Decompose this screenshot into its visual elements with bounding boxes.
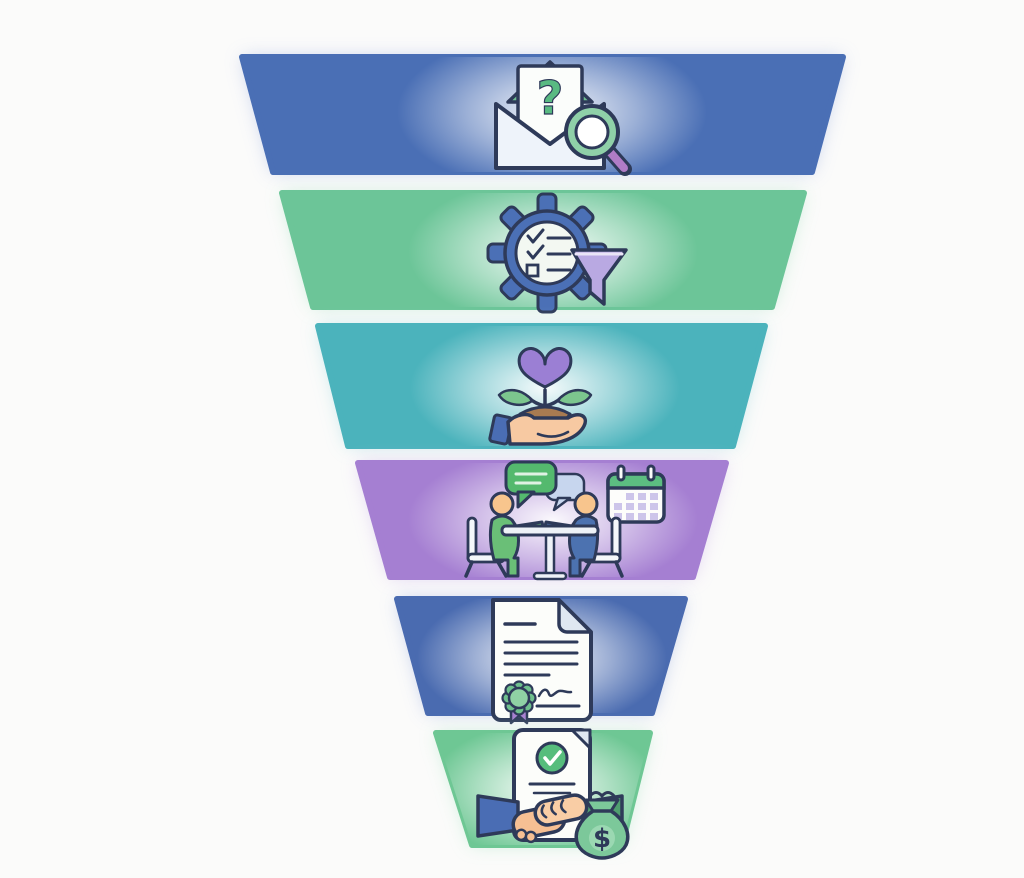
- palm-crease: [536, 430, 570, 438]
- deal-fold-corner: [570, 728, 592, 750]
- dollar-glyph: $: [593, 824, 611, 854]
- meeting-table: [500, 524, 600, 581]
- person-right-head: [573, 491, 599, 517]
- funnel-tier-1: ?: [239, 54, 846, 176]
- calendar-grid: [614, 493, 658, 520]
- certificate-document-icon: [491, 598, 593, 725]
- funnel-tier-5: [394, 596, 688, 725]
- question-mark-glyph: ?: [537, 71, 564, 125]
- leaf-left: [497, 388, 534, 407]
- heart: [517, 347, 573, 389]
- gear-checklist-funnel-icon: [486, 192, 628, 314]
- checklist-empty-box: [525, 263, 540, 278]
- seal-center: [507, 686, 531, 710]
- envelope-question-magnifier-icon: ?: [494, 60, 632, 176]
- knuckle-2: [524, 830, 538, 844]
- checklist-check-1: [526, 228, 545, 244]
- bag-dollar-patch: [589, 825, 615, 851]
- finger-lines: [540, 799, 567, 819]
- calendar-icon: [606, 464, 666, 524]
- funnel-tier-4: [355, 460, 729, 581]
- funnel-tier-6: $: [433, 728, 653, 860]
- open-hand: [506, 412, 587, 446]
- chat-bubble-back-tail: [552, 496, 572, 512]
- funnel-tier-2: [279, 190, 807, 314]
- person-left-head: [489, 491, 515, 517]
- approved-check-mark: [543, 750, 562, 766]
- hand-right: [533, 793, 589, 827]
- people-table-chat-calendar-icon: [464, 460, 666, 581]
- chair-left-leg-1: [464, 560, 474, 578]
- handshake-document-moneybag-icon: $: [476, 728, 630, 860]
- calendar-header: [606, 472, 666, 490]
- bag-tuft: [588, 791, 616, 798]
- rosette-seal: [501, 680, 537, 725]
- table-base: [532, 571, 568, 581]
- table-top: [500, 524, 600, 537]
- magnifier-handle: [606, 148, 628, 172]
- table-pedestal: [544, 533, 556, 579]
- calendar-pin-right: [646, 464, 656, 482]
- leaf-right: [556, 388, 593, 407]
- chat-bubble-front-tail: [516, 490, 536, 509]
- checklist-check-2: [526, 244, 545, 260]
- funnel-tier-3: [315, 323, 768, 449]
- approved-check-circle: [535, 741, 569, 775]
- chair-right-leg-1: [614, 560, 624, 578]
- filter-funnel: [570, 248, 628, 306]
- handshake-hands: [511, 793, 589, 844]
- chair-left-leg-2: [496, 560, 508, 578]
- calendar-pin-left: [616, 464, 626, 482]
- money-bag: $: [574, 791, 630, 860]
- sleeve-left-blue: [476, 794, 520, 838]
- chair-right-leg-2: [580, 560, 592, 578]
- chat-bubbles: [504, 460, 586, 512]
- magnifier-lens: [574, 114, 610, 150]
- signature-squiggle: [537, 688, 573, 698]
- contract-fold-corner: [557, 598, 593, 634]
- hand-plant-heart-icon: [488, 347, 593, 446]
- chat-bubble-front: [504, 460, 558, 496]
